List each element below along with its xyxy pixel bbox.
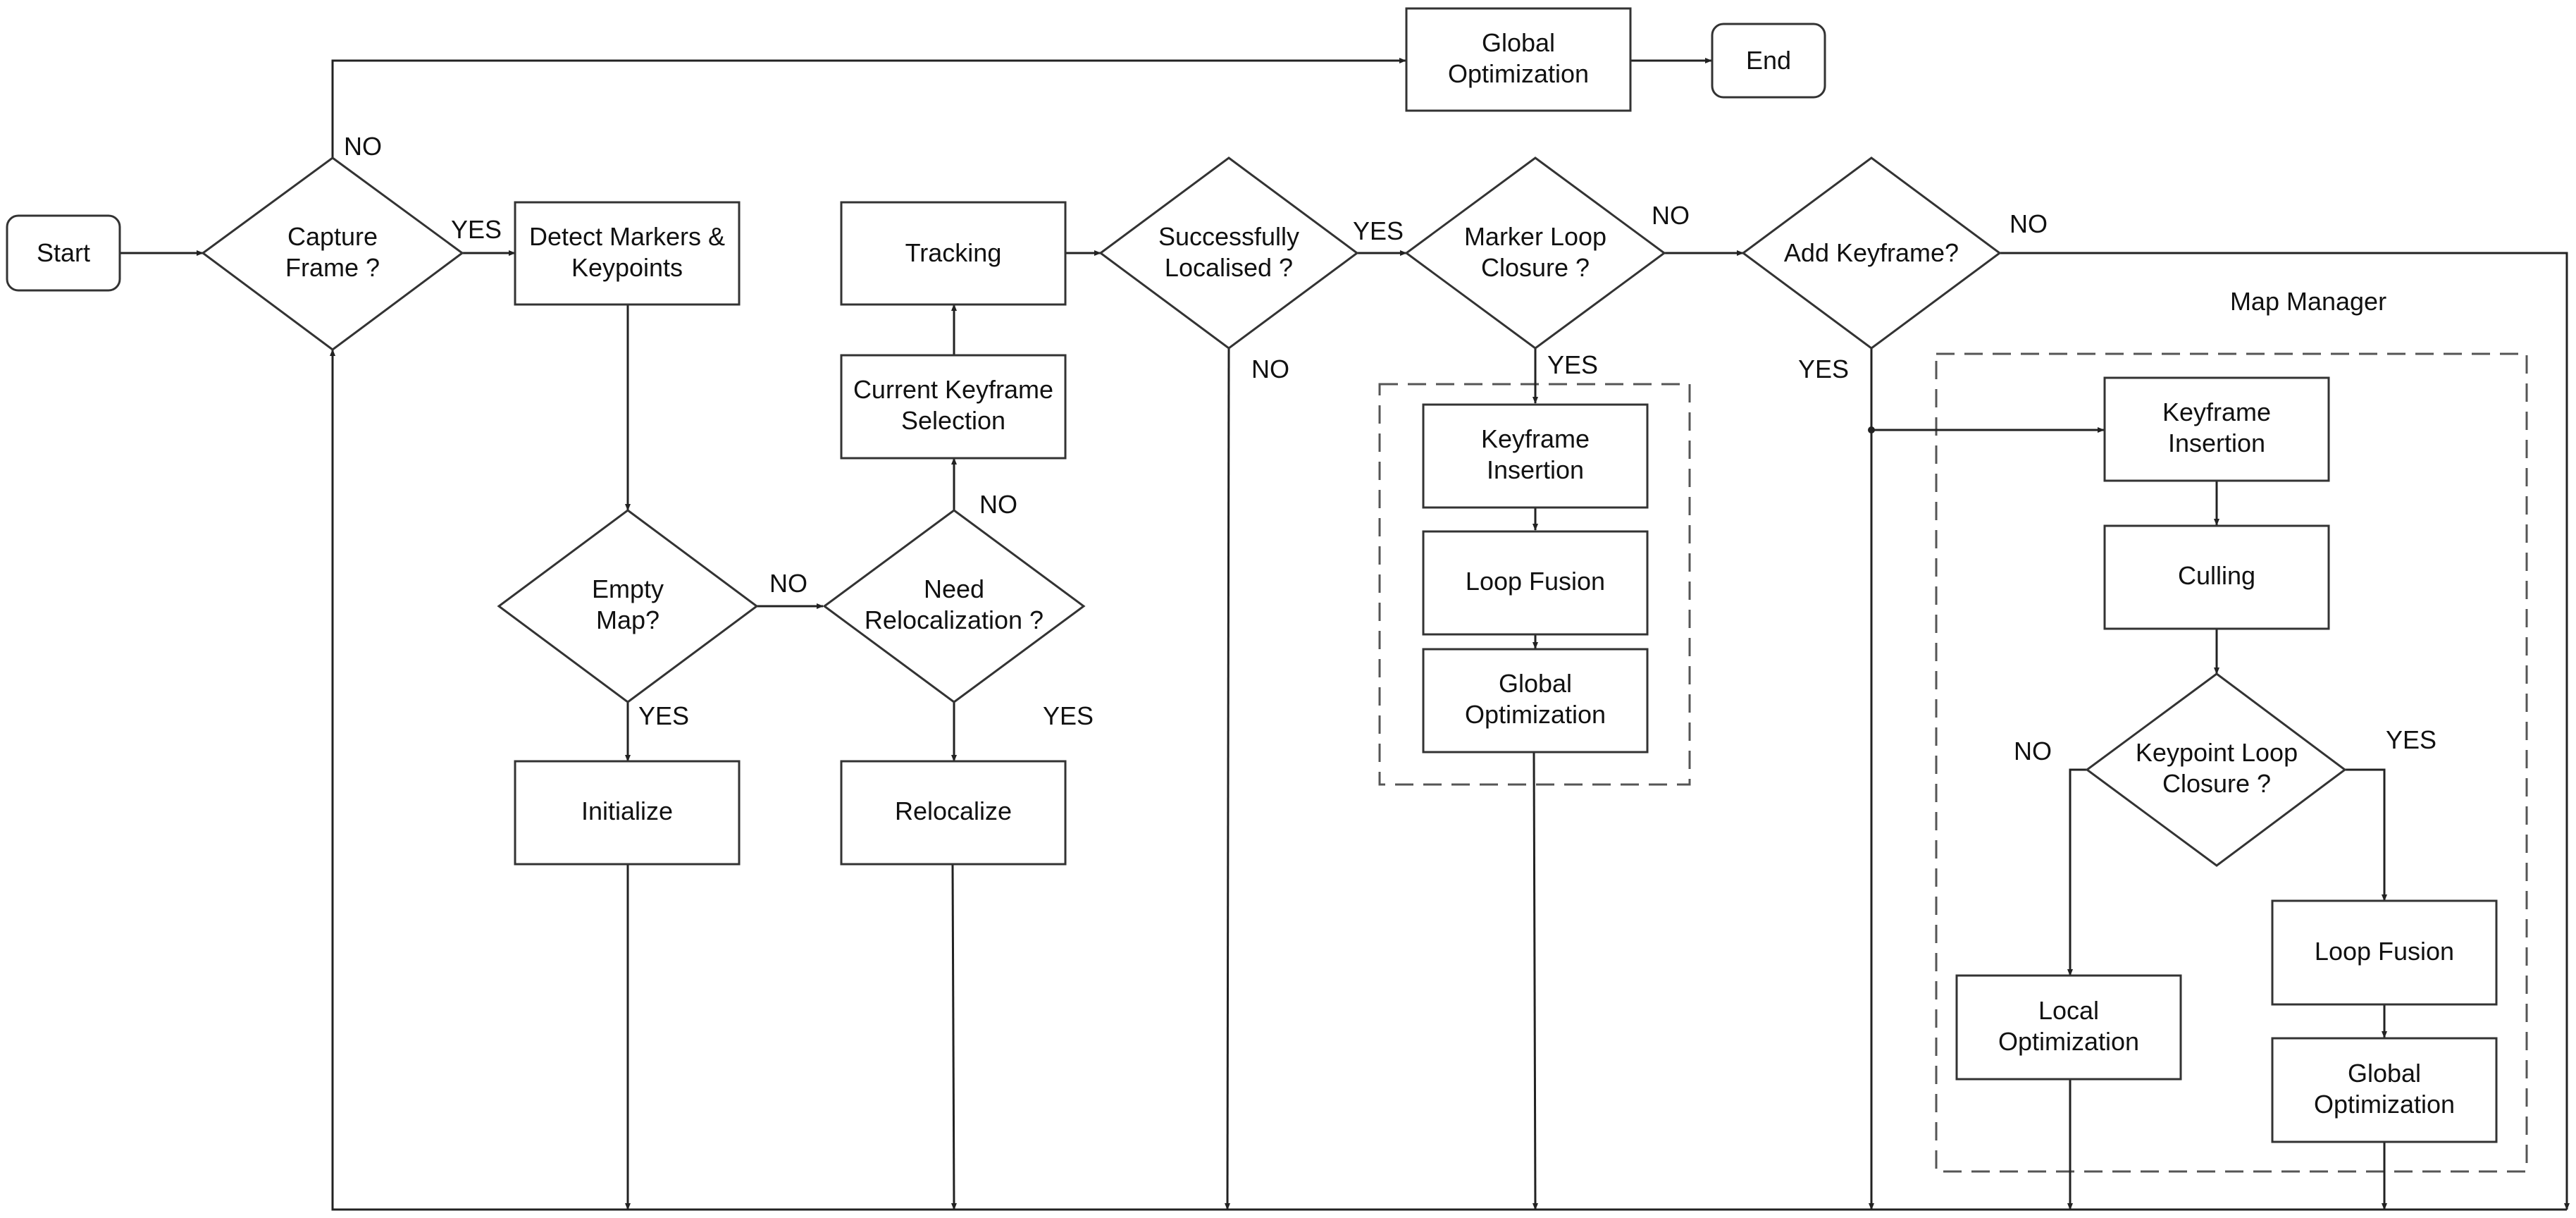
svg-text:Optimization: Optimization — [2314, 1090, 2455, 1119]
map-manager-group — [1935, 352, 2528, 1173]
svg-text:Loop Fusion: Loop Fusion — [1466, 567, 1605, 596]
keyframe-insertion-process-2: Keyframe Insertion — [2103, 376, 2330, 482]
label-success-yes: YES — [1353, 216, 1404, 245]
label-capture-yes: YES — [451, 215, 502, 244]
initialize-process: Initialize — [514, 760, 741, 866]
detect-markers-process: Detect Markers & Keypoints — [514, 201, 741, 306]
label-addkf-no: NO — [2010, 209, 2048, 238]
svg-text:Capture: Capture — [287, 222, 378, 251]
label-marker-yes: YES — [1547, 350, 1598, 379]
keypoint-loop-closure-decision: Keypoint Loop Closure ? — [2085, 672, 2347, 867]
edge-kploop-loopfusion2 — [2345, 768, 2387, 902]
svg-text:Keypoints: Keypoints — [571, 253, 683, 282]
global-optimization-process-top: Global Optimization — [1405, 7, 1632, 112]
add-keyframe-decision: Add Keyframe? — [1741, 156, 2002, 350]
svg-text:Keyframe: Keyframe — [2162, 398, 2271, 426]
svg-text:Closure ?: Closure ? — [1481, 253, 1590, 282]
svg-text:Global: Global — [1482, 28, 1555, 57]
local-optimization-process: Local Optimization — [1955, 974, 2182, 1081]
svg-text:Successfully: Successfully — [1158, 222, 1299, 251]
svg-text:Keypoint Loop: Keypoint Loop — [2136, 738, 2298, 767]
svg-text:Local: Local — [2038, 996, 2099, 1025]
svg-text:Optimization: Optimization — [1448, 59, 1589, 88]
svg-text:Frame ?: Frame ? — [285, 253, 380, 282]
label-success-no: NO — [1251, 355, 1289, 383]
keyframe-insertion-process-1: Keyframe Insertion — [1422, 403, 1649, 509]
return-bus — [330, 349, 2567, 1211]
edge-addkf-no-return — [2000, 252, 2570, 1210]
svg-text:Start: Start — [37, 238, 90, 267]
label-kp-no: NO — [2014, 737, 2052, 765]
svg-text:Global: Global — [2348, 1059, 2421, 1088]
successfully-localised-decision: Successfully Localised ? — [1098, 156, 1359, 350]
svg-text:Closure ?: Closure ? — [2162, 769, 2271, 798]
svg-text:Map?: Map? — [596, 605, 660, 634]
svg-text:Initialize: Initialize — [581, 796, 673, 825]
svg-text:Relocalization ?: Relocalization ? — [865, 605, 1044, 634]
empty-map-decision: Empty Map? — [497, 509, 759, 703]
label-capture-no: NO — [344, 132, 382, 161]
svg-text:Insertion: Insertion — [2168, 429, 2265, 457]
label-marker-no: NO — [1652, 201, 1690, 230]
label-kp-yes: YES — [2386, 725, 2436, 754]
loop-fusion-process-2: Loop Fusion — [2271, 899, 2498, 1006]
svg-text:Optimization: Optimization — [1998, 1027, 2139, 1056]
svg-text:Relocalize: Relocalize — [895, 796, 1012, 825]
capture-frame-decision: Capture Frame ? — [201, 156, 464, 351]
svg-text:Selection: Selection — [901, 406, 1005, 435]
svg-text:Empty: Empty — [592, 574, 664, 603]
svg-text:Global: Global — [1499, 669, 1572, 698]
svg-text:Need: Need — [924, 574, 984, 603]
end-node: End — [1711, 23, 1826, 99]
svg-text:Culling: Culling — [2178, 561, 2255, 590]
edge-kploop-localopt — [2067, 768, 2087, 976]
svg-text:Loop Fusion: Loop Fusion — [2315, 937, 2454, 966]
svg-text:Current Keyframe: Current Keyframe — [853, 375, 1053, 404]
svg-text:Add Keyframe?: Add Keyframe? — [1784, 238, 1959, 267]
svg-text:Insertion: Insertion — [1487, 455, 1584, 484]
svg-text:Keyframe: Keyframe — [1481, 424, 1590, 453]
label-reloc-yes: YES — [1043, 701, 1094, 730]
svg-text:Localised ?: Localised ? — [1165, 253, 1293, 282]
global-optimization-process-1: Global Optimization — [1422, 648, 1649, 753]
svg-text:Detect Markers &: Detect Markers & — [529, 222, 725, 251]
start-node: Start — [6, 214, 121, 292]
label-empty-yes: YES — [638, 701, 689, 730]
svg-text:End: End — [1746, 46, 1791, 75]
svg-text:Marker Loop: Marker Loop — [1464, 222, 1606, 251]
marker-loop-closure-decision: Marker Loop Closure ? — [1404, 156, 1666, 350]
map-manager-title: Map Manager — [2230, 287, 2386, 316]
global-optimization-process-2: Global Optimization — [2271, 1037, 2498, 1143]
edge-relocalize-return — [950, 863, 957, 1210]
edge-globalopt1-return — [1532, 751, 1538, 1210]
edge-success-no-return — [1225, 347, 1231, 1210]
culling-process: Culling — [2103, 524, 2330, 630]
svg-text:Optimization: Optimization — [1465, 700, 1606, 729]
relocalize-process: Relocalize — [840, 760, 1067, 866]
tracking-process: Tracking — [840, 201, 1067, 306]
current-keyframe-selection-process: Current Keyframe Selection — [840, 354, 1067, 460]
edge-capture-global-opt — [331, 58, 1406, 158]
label-empty-no: NO — [769, 569, 807, 598]
loop-fusion-process-1: Loop Fusion — [1422, 530, 1649, 636]
need-relocalization-decision: Need Relocalization ? — [822, 509, 1086, 703]
svg-text:Tracking: Tracking — [905, 238, 1002, 267]
label-reloc-no: NO — [979, 490, 1017, 519]
label-addkf-yes: YES — [1798, 355, 1849, 383]
